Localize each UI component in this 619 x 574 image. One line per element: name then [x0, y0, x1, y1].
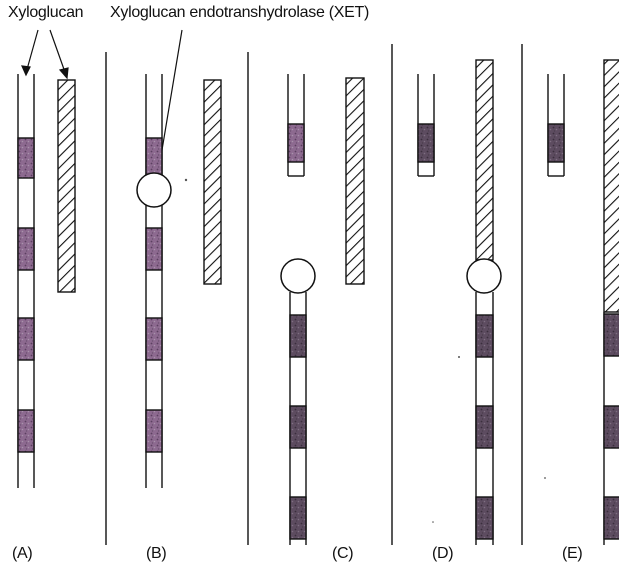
block — [18, 318, 34, 360]
panel-e — [548, 60, 619, 545]
block — [476, 497, 493, 539]
panel-label-b: (B) — [146, 545, 166, 563]
hatched-xyloglucan — [58, 80, 75, 292]
xyloglucan-fragment — [288, 74, 304, 176]
arrow-xyloglucan-right — [50, 30, 66, 75]
panel-d — [418, 60, 501, 545]
xyloglucan-chain — [476, 292, 493, 545]
hatched-xyloglucan — [346, 78, 364, 284]
hatched-xyloglucan — [604, 60, 619, 312]
panel-label-d: (D) — [432, 545, 453, 563]
xet-label: Xyloglucan endotranshydrolase (XET) — [110, 4, 369, 22]
block — [290, 406, 306, 448]
block — [604, 406, 619, 448]
block — [18, 410, 34, 452]
panel-dividers — [106, 44, 522, 545]
block — [18, 138, 34, 178]
block — [290, 497, 306, 539]
block — [604, 497, 619, 539]
xyloglucan-fragment — [418, 74, 434, 176]
panel-label-e: (E) — [562, 545, 582, 563]
panel-c — [281, 74, 364, 545]
block — [548, 124, 564, 162]
block — [18, 228, 34, 270]
block — [146, 318, 162, 360]
xyloglucan-chain — [604, 312, 619, 545]
xet-enzyme — [467, 259, 501, 293]
xet-binding-blocks — [18, 138, 34, 452]
xyloglucan-fragment — [548, 74, 564, 176]
xyloglucan-chain — [290, 292, 306, 545]
hatched-xyloglucan — [476, 60, 493, 260]
block — [146, 410, 162, 452]
block — [290, 315, 306, 357]
block — [604, 314, 619, 356]
block — [476, 406, 493, 448]
panel-label-a: (A) — [12, 545, 32, 563]
xet-enzyme — [137, 173, 171, 207]
block — [146, 228, 162, 270]
block — [288, 124, 304, 162]
panel-b — [137, 74, 221, 488]
panel-a — [18, 74, 75, 488]
block — [476, 315, 493, 357]
panel-label-c: (C) — [332, 545, 353, 563]
xyloglucan-label: Xyloglucan — [8, 4, 83, 22]
xet-enzyme — [281, 259, 315, 293]
hatched-xyloglucan — [204, 80, 221, 284]
block — [146, 138, 162, 176]
block — [418, 124, 434, 162]
